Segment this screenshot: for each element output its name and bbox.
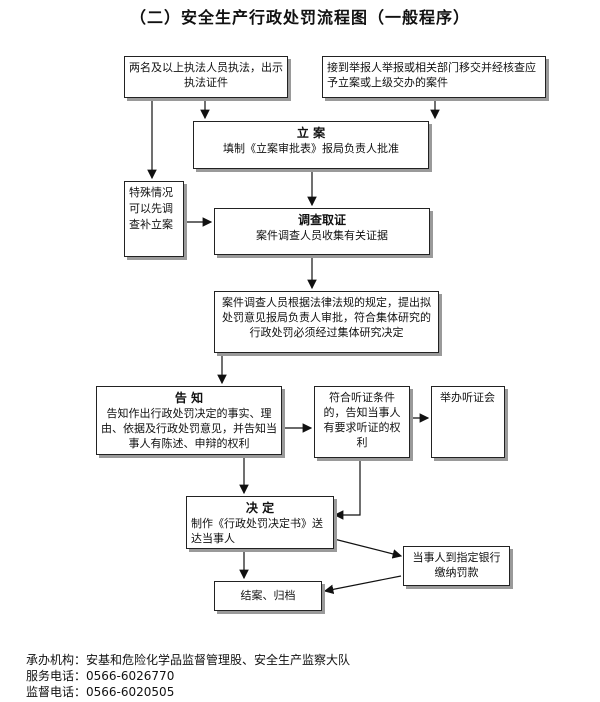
officers-text: 两名及以上执法人员执法，出示执法证件 (129, 61, 283, 89)
hearing-text: 举办听证会 (440, 391, 495, 404)
propose-box: 案件调查人员根据法律法规的规定，提出拟处罚意见报局负责人审批，符合集体研究的行政… (214, 291, 439, 353)
investigate-body: 案件调查人员收集有关证据 (256, 229, 388, 242)
pay-box: 当事人到指定银行缴纳罚款 (403, 546, 510, 586)
pay-text: 当事人到指定银行缴纳罚款 (412, 551, 501, 579)
footer-org-value: 安基和危险化学品监督管理股、安全生产监察大队 (86, 653, 351, 667)
close-box: 结案、归档 (214, 581, 322, 611)
filing-box: 立 案 填制《立案审批表》报局负责人批准 (193, 121, 429, 169)
filing-body: 填制《立案审批表》报局负责人批准 (223, 142, 399, 155)
hearing-condition-box: 符合听证条件的，告知当事人有要求听证的权利 (314, 386, 410, 458)
footer-supervise-value: 0566-6020505 (86, 685, 175, 699)
footer-service-value: 0566-6026770 (86, 669, 175, 683)
notify-title: 告 知 (174, 391, 204, 405)
propose-text: 案件调查人员根据法律法规的规定，提出拟处罚意见报局负责人审批，符合集体研究的行政… (222, 296, 431, 339)
report-text: 接到举报人举报或相关部门移交并经核查应予立案或上级交办的案件 (327, 61, 536, 89)
filing-title: 立 案 (296, 126, 326, 140)
footer-org: 承办机构：安基和危险化学品监督管理股、安全生产监察大队 (26, 652, 350, 668)
officers-box: 两名及以上执法人员执法，出示执法证件 (124, 56, 288, 98)
decision-body: 制作《行政处罚决定书》送达当事人 (191, 517, 323, 545)
decision-title: 决 定 (245, 501, 275, 515)
investigate-title: 调查取证 (297, 213, 346, 227)
special-box: 特殊情况可以先调查补立案 (124, 181, 184, 257)
notify-body: 告知作出行政处罚决定的事实、理由、依据及行政处罚意见，并告知当事人有陈述、申辩的… (101, 407, 277, 450)
investigate-box: 调查取证 案件调查人员收集有关证据 (214, 208, 430, 255)
connector-pay-to-close (323, 575, 402, 595)
footer-service-label: 服务电话： (26, 669, 87, 683)
report-box: 接到举报人举报或相关部门移交并经核查应予立案或上级交办的案件 (322, 56, 546, 98)
decision-box: 决 定 制作《行政处罚决定书》送达当事人 (186, 496, 334, 549)
close-text: 结案、归档 (240, 589, 296, 602)
page-title: （二）安全生产行政处罚流程图（一般程序） (129, 8, 470, 27)
connector-hearingcond-to-decision (333, 458, 361, 520)
hearing-condition-text: 符合听证条件的，告知当事人有要求听证的权利 (323, 391, 401, 449)
hearing-box: 举办听证会 (431, 386, 505, 458)
footer-org-label: 承办机构： (26, 653, 87, 667)
footer-supervise: 监督电话：0566-6020505 (26, 684, 174, 700)
footer-service: 服务电话：0566-6026770 (26, 668, 174, 684)
connector-decision-to-pay (333, 538, 403, 559)
footer-supervise-label: 监督电话： (26, 685, 87, 699)
notify-box: 告 知 告知作出行政处罚决定的事实、理由、依据及行政处罚意见，并告知当事人有陈述… (96, 386, 282, 455)
special-text: 特殊情况可以先调查补立案 (129, 186, 173, 231)
